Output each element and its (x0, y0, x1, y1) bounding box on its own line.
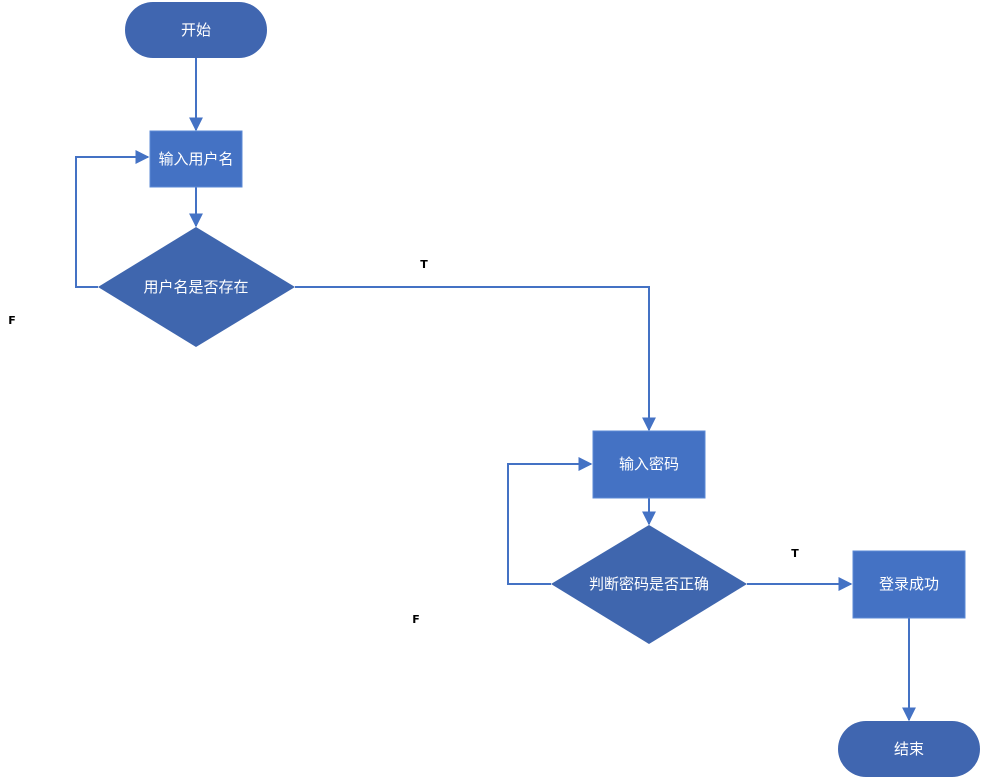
start-label: 开始 (181, 21, 211, 39)
check-username-label: 用户名是否存在 (143, 278, 248, 296)
login-success-label: 登录成功 (879, 575, 939, 593)
login-success-process: 登录成功 (852, 550, 966, 619)
edge-password-false-loop (507, 457, 593, 585)
check-password-label: 判断密码是否正确 (589, 575, 709, 593)
username-true-label: T (420, 258, 428, 271)
input-password-label: 输入密码 (619, 455, 679, 473)
edge-username-false-loop (75, 150, 150, 288)
check-password-decision: 判断密码是否正确 (551, 525, 747, 644)
start-terminal: 开始 (125, 2, 267, 58)
edge-username-true-to-input-password (295, 286, 656, 432)
input-password-process: 输入密码 (592, 430, 706, 499)
end-terminal: 结束 (838, 721, 980, 777)
input-username-label: 输入用户名 (158, 150, 233, 168)
password-false-label: F (412, 613, 420, 626)
password-true-label: T (791, 547, 799, 560)
input-username-process: 输入用户名 (149, 130, 243, 188)
end-label: 结束 (894, 740, 924, 758)
username-false-label: F (8, 314, 16, 327)
check-username-decision: 用户名是否存在 (98, 227, 295, 347)
